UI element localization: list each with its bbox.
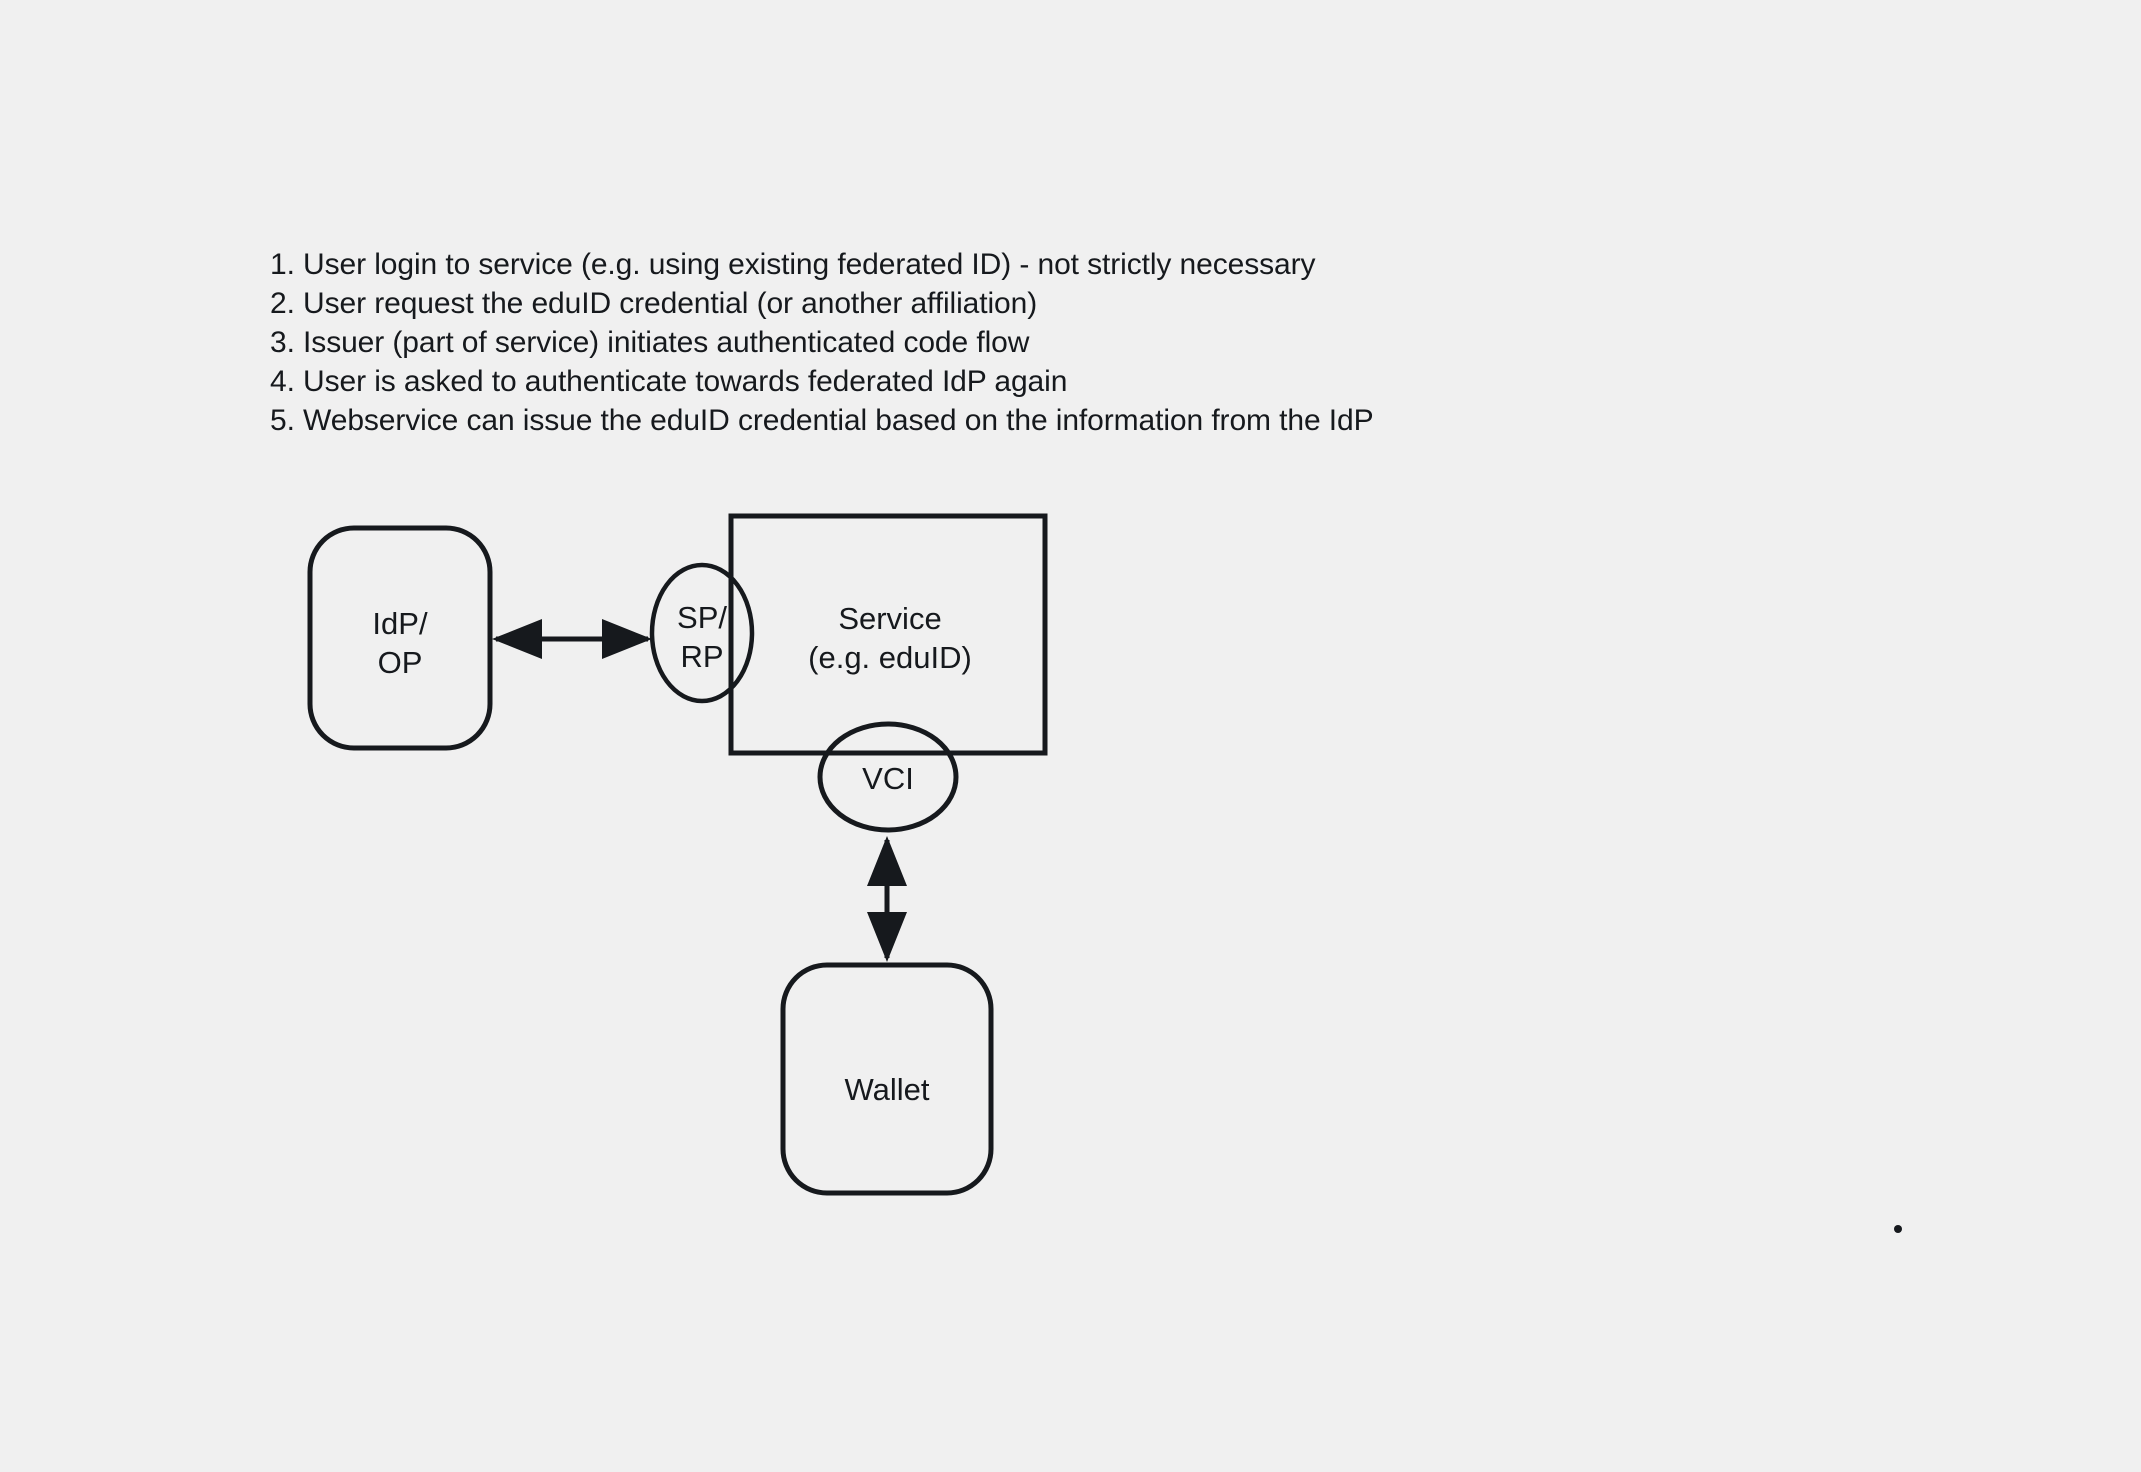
step-item-1: 1. User login to service (e.g. using exi… <box>270 248 1316 281</box>
idp-op-label-line1: IdP/ <box>372 606 428 641</box>
step-item-2: 2. User request the eduID credential (or… <box>270 287 1038 320</box>
vci-ellipse-outline <box>817 721 959 833</box>
step-item-4: 4. User is asked to authenticate towards… <box>270 365 1068 398</box>
vci-label: VCI <box>862 761 914 796</box>
node-vci[interactable]: VCI <box>817 721 959 833</box>
idp-op-box-outline <box>307 525 493 751</box>
sp-rp-label-line1: SP/ <box>677 600 727 635</box>
steps-list: 1. User login to service (e.g. using exi… <box>270 245 1670 440</box>
node-service[interactable]: Service (e.g. eduID) <box>728 513 1048 756</box>
step-item-3: 3. Issuer (part of service) initiates au… <box>270 326 1030 359</box>
node-sp-rp[interactable]: SP/ RP <box>649 562 755 704</box>
service-label-line1: Service <box>838 601 941 636</box>
sp-rp-ellipse-outline <box>649 562 755 704</box>
step-item-5: 5. Webservice can issue the eduID creden… <box>270 404 1374 437</box>
idp-op-label-line2: OP <box>378 645 423 680</box>
node-wallet[interactable]: Wallet <box>780 962 994 1196</box>
service-label-line2: (e.g. eduID) <box>808 640 972 675</box>
sp-rp-label-line2: RP <box>680 639 723 674</box>
wallet-box-outline <box>780 962 994 1196</box>
service-box-outline <box>728 513 1048 756</box>
stray-dot-mark <box>1894 1225 1902 1233</box>
node-idp-op[interactable]: IdP/ OP <box>307 525 493 751</box>
wallet-label: Wallet <box>845 1072 930 1107</box>
